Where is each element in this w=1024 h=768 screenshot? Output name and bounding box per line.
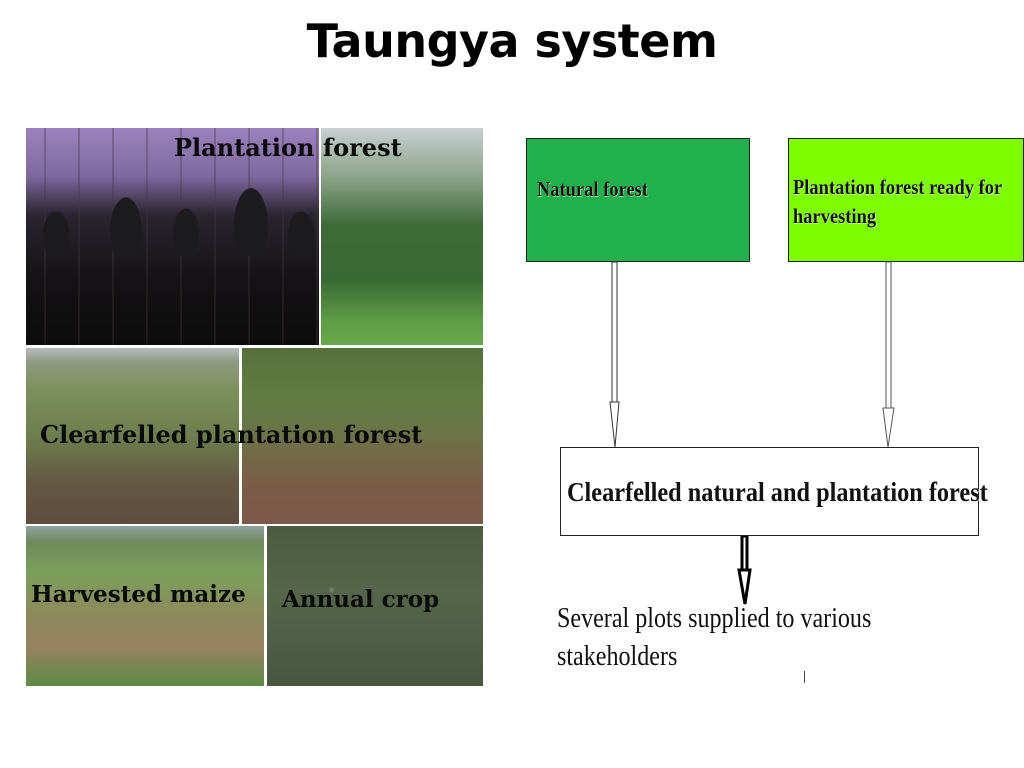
photo-annual-crop	[267, 526, 483, 686]
photo-plantation-forest-dark	[26, 128, 319, 345]
plantation-forest-label: Plantation forest ready for harvesting	[793, 175, 1002, 228]
arrow-plantation-to-clearfelled	[882, 261, 895, 448]
stakeholders-result-text: Several plots supplied to various stakeh…	[557, 603, 872, 672]
clearfelled-forest-label: Clearfelled natural and plantation fores…	[567, 477, 988, 507]
photo-clearfelled-stump	[242, 348, 483, 524]
label-plantation-forest: Plantation forest	[174, 133, 402, 162]
photo-collage: Plantation forest Clearfelled plantation…	[26, 128, 483, 686]
tree-canopy	[26, 176, 319, 256]
clearfelled-forest-box: Clearfelled natural and plantation fores…	[560, 447, 988, 536]
arrow-clearfelled-to-plots	[737, 534, 752, 605]
arrow-natural-to-clearfelled	[609, 261, 620, 448]
label-clearfelled-plantation-forest: Clearfelled plantation forest	[40, 420, 423, 449]
slide-title: Taungya system	[306, 14, 718, 68]
photo-harvested-maize	[26, 526, 264, 686]
label-harvested-maize: Harvested maize	[31, 581, 246, 608]
photo-clearfelled-field	[26, 348, 239, 524]
stray-mark	[804, 671, 805, 683]
natural-forest-box: Natural forest	[526, 138, 750, 262]
natural-forest-label: Natural forest	[537, 177, 649, 201]
photo-plantation-forest-green	[321, 128, 483, 345]
label-annual-crop: Annual crop	[282, 586, 440, 613]
plantation-forest-box: Plantation forest ready for harvesting	[788, 138, 1024, 262]
